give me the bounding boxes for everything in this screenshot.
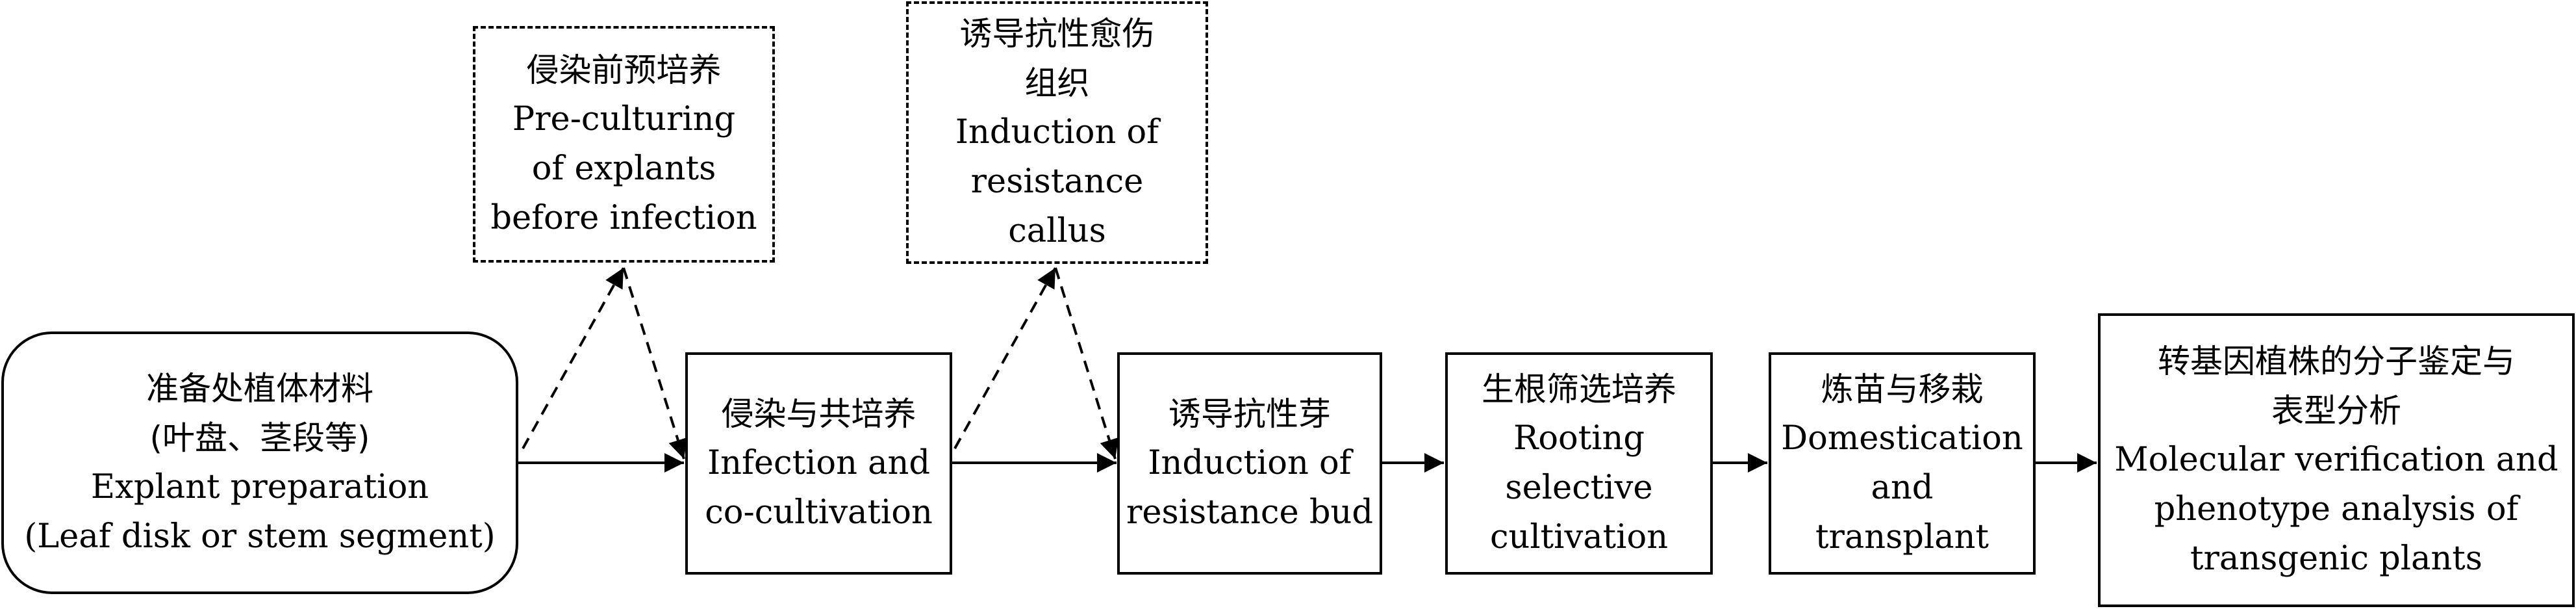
- preculture-box: 侵染前预培养 Pre-culturing of explants before …: [473, 26, 775, 263]
- verification-cn-line-2: 表型分析: [2271, 392, 2401, 430]
- infection-en-line-1: Infection and: [707, 444, 931, 482]
- dashed-arrow-up-callus: [953, 267, 1057, 449]
- callus-cn-line-1: 诱导抗性愈伤: [959, 15, 1155, 53]
- callus-en-line-1: Induction of: [955, 113, 1159, 151]
- bud-cn-line-1: 诱导抗性芽: [1168, 395, 1331, 433]
- explant-en-line-2: (Leaf disk or stem segment): [24, 517, 496, 556]
- explant-preparation-box: 准备处植体材料 (叶盘、茎段等) Explant preparation (Le…: [1, 332, 518, 594]
- preculture-en-line-3: before infection: [490, 199, 757, 237]
- verification-cn-line-1: 转基因植株的分子鉴定与: [2158, 343, 2515, 380]
- infection-box: 侵染与共培养 Infection and co-cultivation: [685, 352, 952, 575]
- dashed-arrow-down-preculture: [622, 267, 688, 460]
- domestication-en-line-3: transplant: [1815, 518, 1989, 556]
- bud-en-line-2: resistance bud: [1126, 493, 1374, 532]
- infection-cn-line-1: 侵染与共培养: [721, 395, 916, 433]
- verification-en-line-1: Molecular verification and: [2114, 441, 2558, 479]
- rooting-en-line-3: cultivation: [1489, 518, 1669, 556]
- rooting-box: 生根筛选培养 Rooting selective cultivation: [1445, 352, 1713, 575]
- explant-en-line-1: Explant preparation: [90, 468, 429, 506]
- callus-cn-line-2: 组织: [1024, 64, 1090, 102]
- dashed-arrow-up-preculture: [522, 267, 625, 449]
- rooting-cn-line-1: 生根筛选培养: [1482, 370, 1676, 408]
- preculture-cn-line-1: 侵染前预培养: [526, 51, 722, 89]
- preculture-en-line-1: Pre-culturing: [512, 100, 736, 138]
- rooting-en-line-2: selective: [1505, 469, 1653, 507]
- infection-en-line-2: co-cultivation: [705, 493, 933, 532]
- callus-en-line-3: callus: [1008, 212, 1106, 250]
- domestication-box: 炼苗与移栽 Domestication and transplant: [1769, 352, 2036, 575]
- explant-cn-line-1: 准备处植体材料: [146, 370, 373, 408]
- rooting-en-line-1: Rooting: [1513, 419, 1645, 458]
- bud-en-line-1: Induction of: [1148, 444, 1352, 482]
- dashed-arrow-down-callus: [1054, 267, 1119, 460]
- domestication-cn-line-1: 炼苗与移栽: [1821, 370, 1984, 408]
- callus-en-line-2: resistance: [970, 162, 1144, 201]
- callus-box: 诱导抗性愈伤 组织 Induction of resistance callus: [906, 1, 1208, 264]
- verification-en-line-3: transgenic plants: [2190, 540, 2482, 578]
- domestication-en-line-1: Domestication: [1781, 419, 2023, 458]
- verification-box: 转基因植株的分子鉴定与 表型分析 Molecular verification …: [2098, 313, 2575, 607]
- verification-en-line-2: phenotype analysis of: [2154, 490, 2519, 528]
- preculture-en-line-2: of explants: [531, 150, 716, 188]
- domestication-en-line-2: and: [1871, 469, 1934, 507]
- bud-box: 诱导抗性芽 Induction of resistance bud: [1117, 352, 1382, 575]
- explant-cn-line-2: (叶盘、茎段等): [149, 419, 370, 457]
